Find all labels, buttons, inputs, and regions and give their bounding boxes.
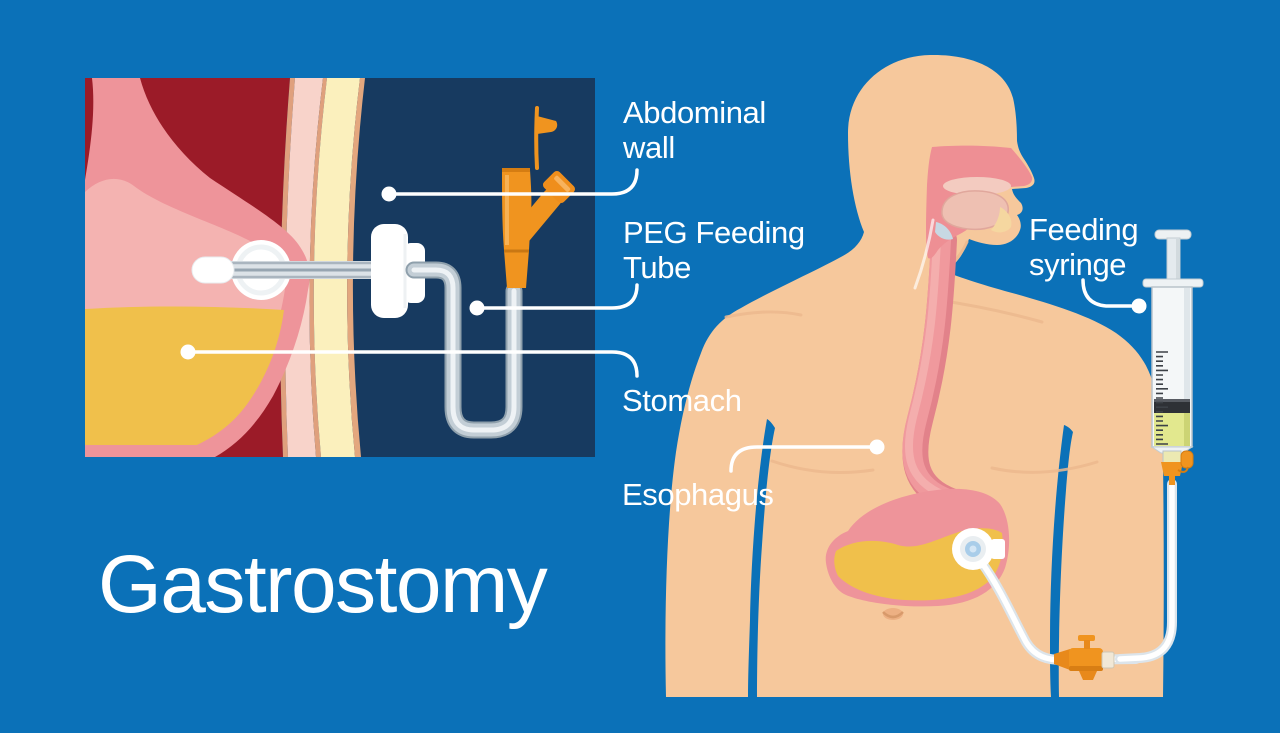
connector-nozzle [1054, 649, 1070, 670]
peg-tube-external [405, 261, 523, 439]
tube-button-to-connector [979, 560, 1139, 663]
leader-abdominal-wall [387, 168, 639, 196]
connector-body-shade [1069, 666, 1103, 671]
palate [943, 177, 1011, 195]
tongue [941, 190, 1009, 231]
y-port-strap-flag [537, 116, 558, 134]
syringe-plunger-stem-shade [1176, 239, 1180, 281]
label-abdominal-wall-line1: Abdominal [623, 95, 766, 130]
syringe-barrel-shade [1184, 288, 1190, 446]
syringe-liquid-shade [1184, 413, 1190, 446]
leader-dot-stomach [180, 344, 196, 360]
label-peg-tube-line1: PEG Feeding [623, 215, 805, 250]
leader-dot-feeding-syringe [1131, 298, 1147, 314]
wall-tan-line-mid [309, 78, 327, 457]
esophagus-graphic [902, 227, 964, 514]
leader-peg-tube [475, 283, 639, 310]
right-armpit-gap [1050, 425, 1073, 697]
leader-lines [186, 168, 1133, 473]
leader-stomach [186, 350, 639, 378]
inset-panel [85, 78, 595, 457]
peg-button-port-center [969, 545, 977, 553]
peg-button-tab [991, 539, 1005, 559]
syringe-ticks [1156, 351, 1168, 445]
collarbone-left-line [724, 310, 803, 319]
navel-shadow [882, 611, 904, 619]
label-feeding-syringe-line2: syringe [1029, 247, 1126, 282]
leader-feeding-syringe [1081, 278, 1133, 308]
y-port-cap-stripe [554, 175, 571, 192]
pectoral-left-line [770, 459, 875, 475]
inset-stomach-contents [85, 306, 284, 445]
leader-dot-peg-tube [469, 300, 485, 316]
peg-button [952, 528, 1005, 570]
pharynx-highlight [913, 218, 935, 290]
leader-dot-esophagus [869, 439, 885, 455]
syringe-cap [1180, 450, 1194, 469]
jaw-bone [991, 207, 1012, 233]
inset-tube-tip [191, 256, 235, 284]
left-armpit-gap [748, 419, 775, 697]
bumper-disc [371, 224, 408, 318]
syringe-graphic [1142, 229, 1204, 485]
head-cross-section [913, 145, 1033, 290]
y-port-barrel [502, 170, 532, 288]
esophagus-highlight [904, 236, 948, 499]
label-esophagus: Esophagus [622, 477, 774, 512]
syringe-flange [1142, 278, 1204, 288]
torso-illustration [665, 54, 1177, 698]
external-feeding-tube [977, 479, 1177, 666]
syringe-stopper-top [1154, 399, 1190, 402]
connector-handle-stub [1084, 640, 1090, 649]
y-port-strap [534, 106, 539, 170]
leader-dots [180, 186, 1147, 455]
syringe-cap-strap [1177, 466, 1189, 473]
syringe-neck [1162, 450, 1182, 464]
connector-handle-bar [1078, 635, 1095, 641]
connector-body [1069, 648, 1103, 671]
label-peg-tube-line2: Tube [623, 250, 691, 285]
tube-connector [1054, 635, 1115, 680]
label-feeding-syringe-line1: Feeding [1029, 212, 1138, 247]
gray-tube-highlight [411, 267, 517, 433]
epiglottis [935, 222, 953, 240]
page-title: Gastrostomy [98, 539, 548, 630]
leader-esophagus [729, 445, 879, 473]
tube-syringe-to-connector [1117, 481, 1175, 662]
y-port-connector [502, 106, 576, 288]
connector-tail [1079, 671, 1097, 680]
label-abdominal-wall-line2: wall [622, 130, 675, 165]
body-silhouette [665, 54, 1164, 698]
leader-dot-abdominal-wall [381, 186, 397, 202]
syringe-tip [1161, 462, 1183, 485]
wall-skin-line-outer [347, 78, 365, 457]
labels: Abdominal wall PEG Feeding Tube Stomach … [622, 95, 1139, 512]
pectoral-right-line [990, 460, 1099, 474]
connector-coupler [1101, 651, 1115, 669]
label-stomach: Stomach [622, 383, 742, 418]
